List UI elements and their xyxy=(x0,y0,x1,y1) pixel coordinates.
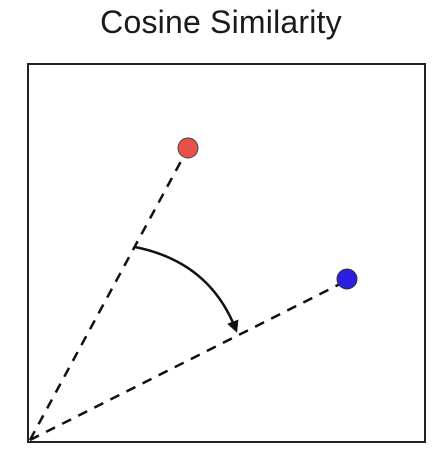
vector-a-line xyxy=(28,151,188,441)
angle-arc-arrow xyxy=(134,245,239,333)
vector-a-point xyxy=(177,137,199,159)
vector-b-point xyxy=(336,268,358,290)
diagram-title: Cosine Similarity xyxy=(100,4,342,40)
vector-b-line xyxy=(29,280,345,442)
plot-frame xyxy=(27,63,426,443)
